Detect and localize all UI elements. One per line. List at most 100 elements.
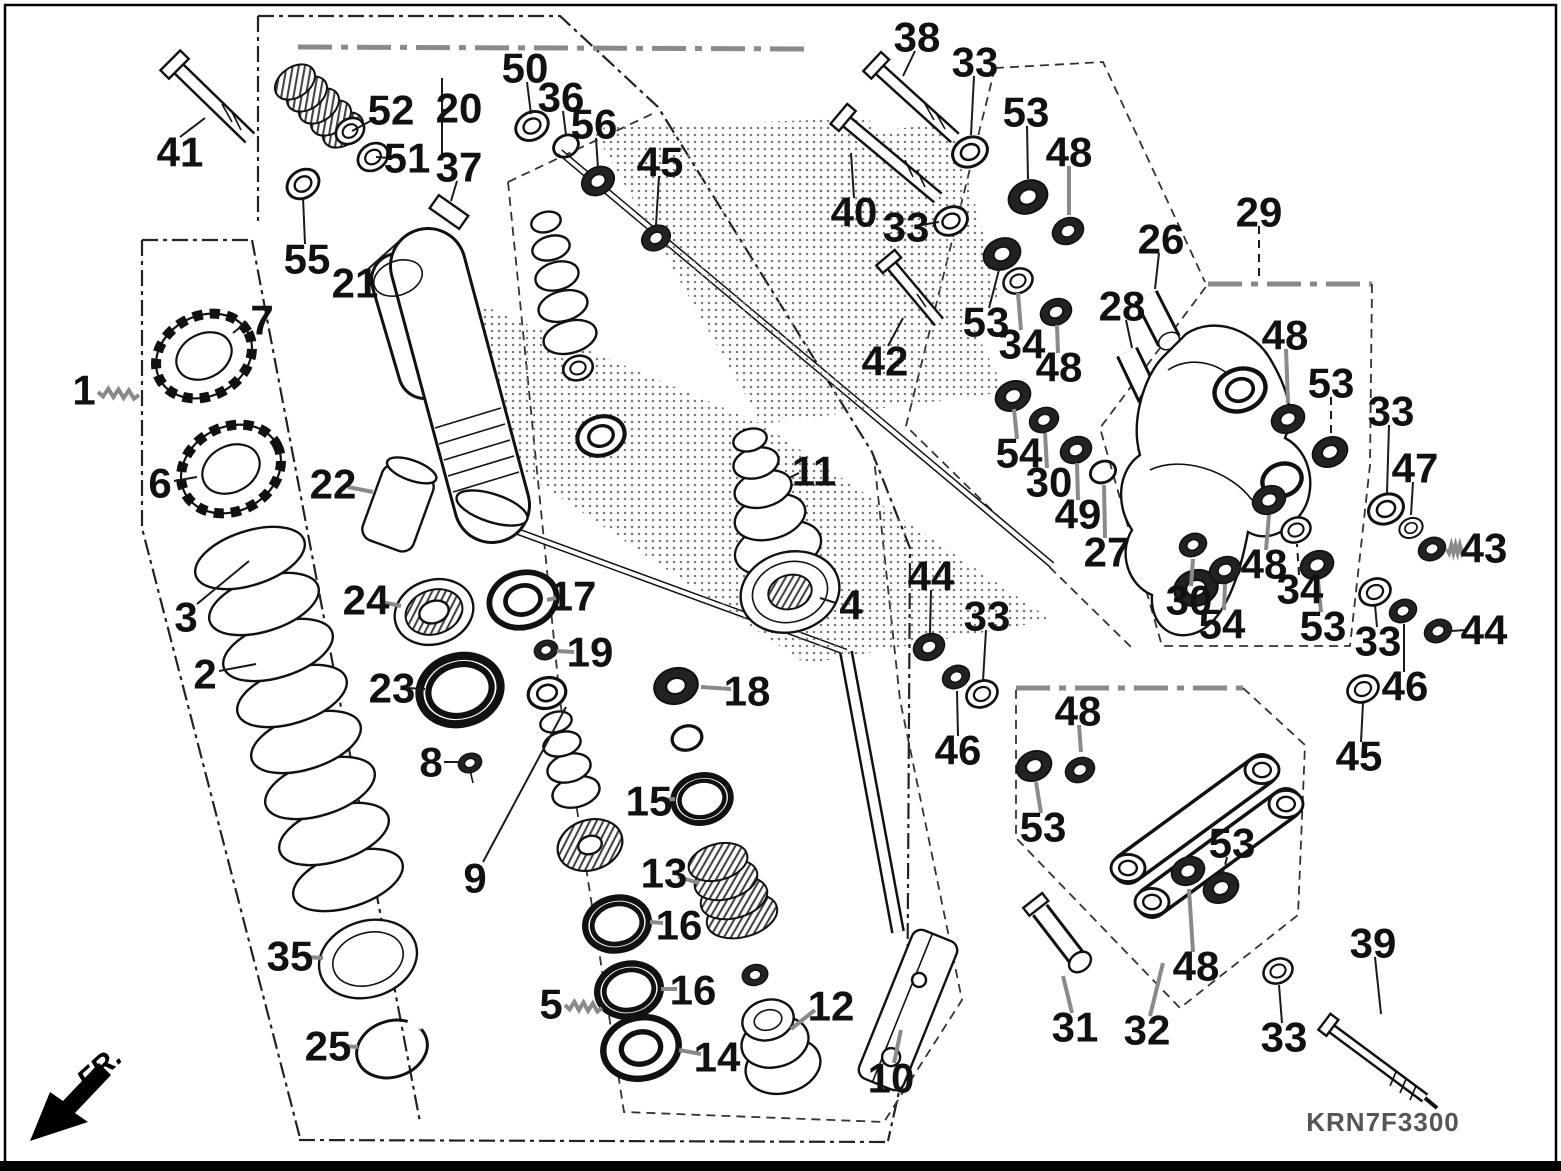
ring-18b — [667, 720, 707, 756]
callout-53: 53 — [963, 299, 1010, 346]
leader-55 — [302, 196, 306, 245]
callout-49: 49 — [1055, 491, 1102, 538]
leader-25 — [342, 1044, 359, 1049]
callout-33: 33 — [1261, 1014, 1308, 1061]
callout-48: 48 — [1055, 688, 1102, 735]
link-plate-rear — [1133, 787, 1305, 919]
leader-24 — [380, 600, 402, 608]
callout-45: 45 — [1336, 733, 1383, 780]
leader-46 — [956, 690, 959, 737]
link-plate-front — [1109, 753, 1281, 885]
leader-1 — [96, 385, 141, 402]
leader-11 — [788, 472, 800, 479]
leader-12 — [789, 1008, 817, 1031]
callout-53: 53 — [1209, 820, 1256, 867]
washer-33d — [1353, 572, 1397, 612]
bolt-31 — [1021, 891, 1093, 974]
leader-31 — [1061, 975, 1074, 1014]
boot-11 — [732, 427, 823, 577]
leader-53 — [1034, 781, 1043, 814]
leader-10 — [892, 1029, 903, 1064]
callout-2: 2 — [193, 651, 216, 698]
spring-seat-35 — [317, 918, 419, 1000]
leader-54 — [1222, 583, 1227, 611]
callout-3: 3 — [174, 594, 197, 641]
callout-13: 13 — [641, 850, 688, 897]
callout-48: 48 — [1173, 943, 1220, 990]
leader-50 — [526, 81, 532, 115]
leader-30 — [1043, 432, 1049, 469]
leader-48 — [1055, 324, 1060, 354]
group-link-plates — [1010, 744, 1439, 1110]
callout-14: 14 — [694, 1034, 741, 1081]
group-damper-internals — [483, 210, 779, 1085]
callout-48: 48 — [1036, 344, 1083, 391]
callout-1: 1 — [72, 367, 95, 414]
callout-40: 40 — [831, 189, 878, 236]
ring-27 — [1085, 455, 1121, 489]
callout-52: 52 — [368, 87, 415, 134]
group-top-right-fasteners — [828, 50, 1181, 489]
washer-47 — [1395, 513, 1427, 543]
page-border — [0, 3, 1561, 1171]
leader-43 — [1445, 537, 1466, 561]
leader-54 — [1012, 408, 1019, 440]
callout-56: 56 — [571, 101, 618, 148]
leader-44 — [929, 589, 932, 634]
leader-47 — [1410, 481, 1414, 516]
bump-rubber-stack — [530, 210, 598, 356]
leader-45 — [655, 175, 660, 226]
leader-5 — [563, 997, 604, 1015]
ring-15 — [669, 770, 736, 829]
leader-42 — [887, 317, 904, 347]
callout-11: 11 — [792, 448, 836, 495]
leader-26 — [1154, 252, 1160, 290]
seal-53e — [1010, 744, 1058, 788]
shock-damper-body-21 — [370, 227, 531, 544]
leader-22 — [347, 485, 374, 494]
group-rod-end — [732, 427, 959, 1096]
bush-48a — [1047, 211, 1089, 251]
stopper-ring-25 — [355, 1017, 429, 1080]
callout-15: 15 — [626, 778, 673, 825]
callout-34: 34 — [1277, 566, 1324, 613]
callout-17: 17 — [550, 573, 597, 620]
callout-5: 5 — [539, 981, 562, 1028]
callout-20: 20 — [436, 85, 483, 132]
callout-21: 21 — [332, 260, 379, 307]
leader-7 — [232, 321, 248, 334]
leader-30 — [1189, 558, 1195, 587]
leader-44 — [1450, 629, 1467, 632]
callout-30: 30 — [1026, 459, 1073, 506]
leader-53 — [1222, 856, 1228, 875]
adjuster-nut — [739, 960, 771, 990]
spring-guide-24 — [393, 577, 475, 647]
leader-51 — [375, 156, 392, 159]
lock-nut-7 — [151, 308, 257, 404]
fr-arrow: FR. — [30, 1040, 129, 1141]
leader-9 — [482, 706, 567, 863]
callout-19: 19 — [567, 629, 614, 676]
callout-43: 43 — [1461, 525, 1508, 572]
callout-45: 45 — [637, 139, 684, 186]
leader-18 — [700, 685, 732, 691]
plate-37 — [427, 193, 471, 231]
coil-spring-2 — [193, 525, 405, 913]
leader-23 — [406, 687, 426, 690]
callout-48: 48 — [1262, 312, 1309, 359]
leader-27 — [1102, 484, 1107, 539]
callout-6: 6 — [148, 460, 171, 507]
callout-41: 41 — [157, 129, 204, 176]
seal-53c — [1306, 430, 1354, 474]
leader-40 — [850, 152, 855, 199]
stud-39 — [1316, 1012, 1439, 1110]
callout-25: 25 — [305, 1023, 352, 1070]
leader-16 — [649, 920, 664, 925]
callout-33: 33 — [964, 593, 1011, 640]
leader-34 — [1016, 292, 1023, 331]
leader-49 — [1075, 462, 1080, 501]
leader-33 — [1386, 424, 1390, 494]
ring-44a — [1419, 614, 1457, 648]
callout-23: 23 — [369, 665, 416, 712]
